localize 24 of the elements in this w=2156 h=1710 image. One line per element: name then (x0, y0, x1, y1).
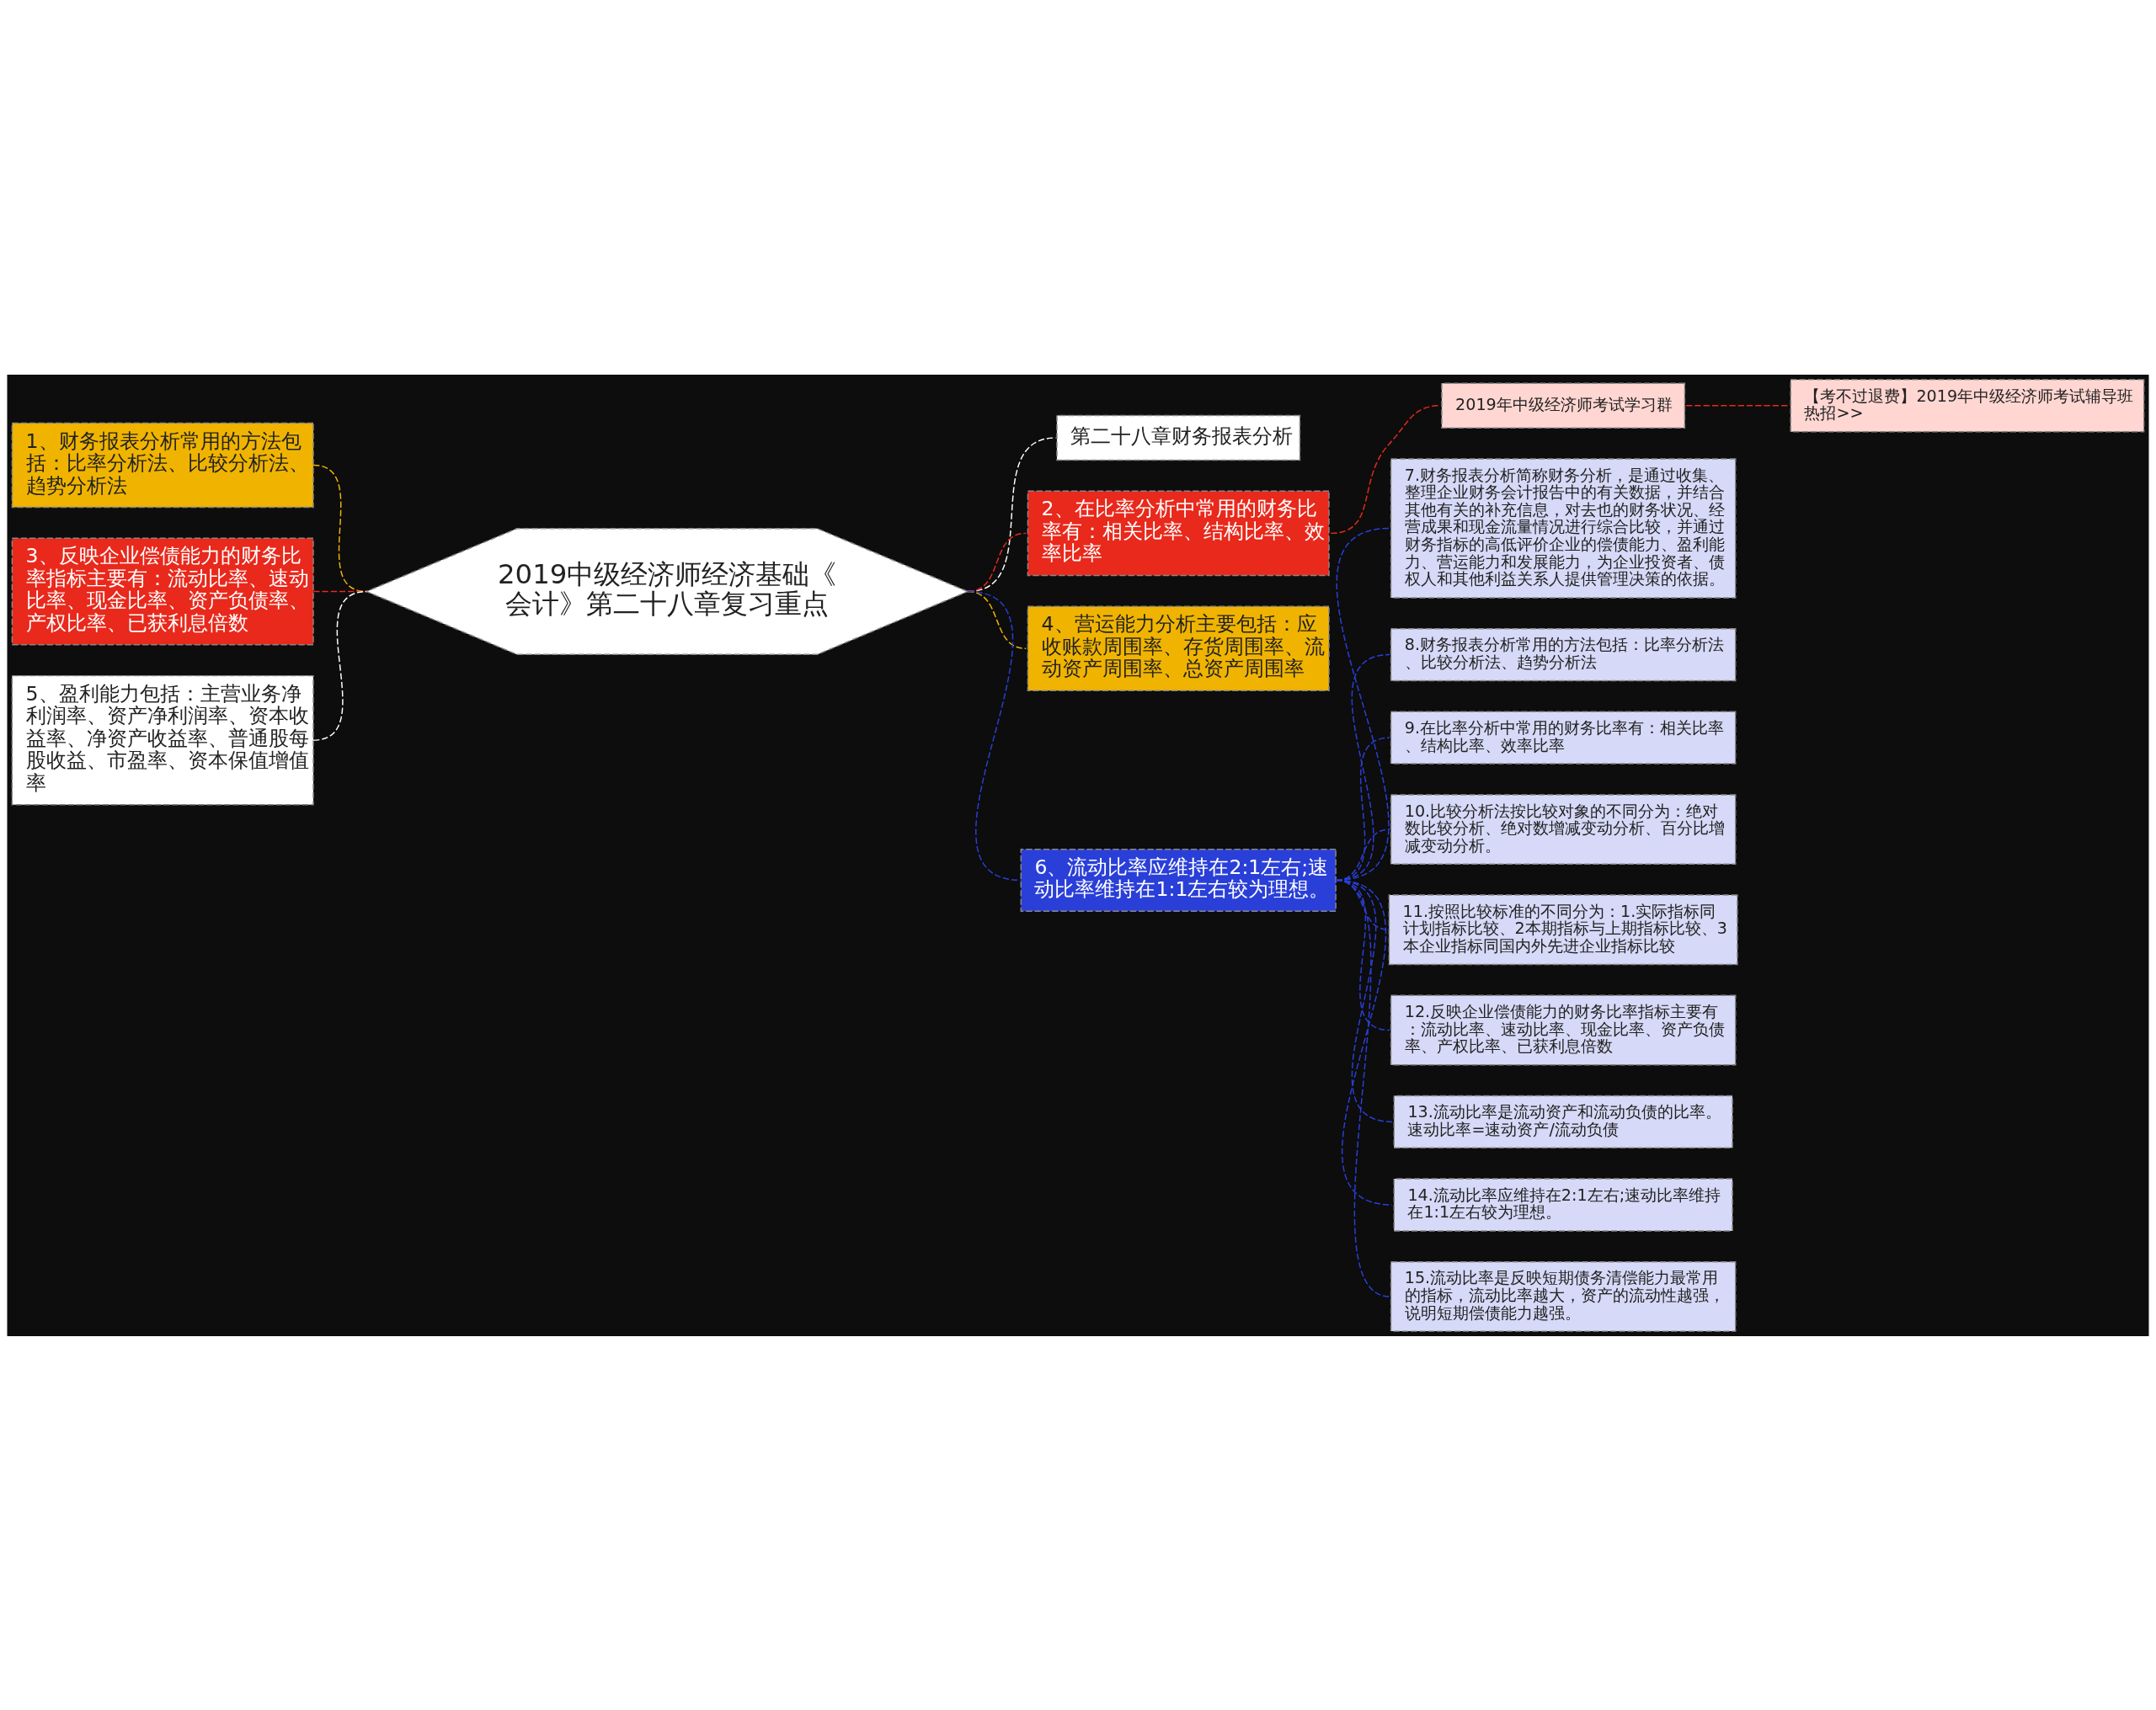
node-box: 1、财务报表分析常用的方法包括：比率分析法、比较分析法、趋势分析法 (11, 422, 314, 508)
node-box: 7.财务报表分析简称财务分析，是通过收集、整理企业财务会计报告中的有关数据，并结合其他有关的补充信息，对去也的财务状况、经营成果和现金流量情况进行综合比较，并通过财务指标的高低评价企业的偿债能力、盈利能力、营运能力和发展能力，为企业投资者、债权人和其他利益关系人提供管理决策的依据。 (1390, 457, 1737, 599)
connector (967, 590, 1022, 881)
node-box: 2、在比率分析中常用的财务比率有：相关比率、结构比率、效率比率 (1027, 490, 1330, 576)
node-box: 10.比较分析法按比较对象的不同分为：绝对数比较分析、绝对数增减变动分析、百分比增减变动分析。 (1390, 793, 1737, 865)
node-box: 11.按照比较标准的不同分为：1.实际指标同计划指标比较、2本期指标与上期指标比较、3本企业指标同国内外先进企业指标比较 (1388, 893, 1738, 965)
node-box: 15.流动比率是反映短期债务清偿能力最常用的指标，流动比率越大，资产的流动性越强，说明短期偿债能力越强。 (1390, 1260, 1737, 1332)
node-box: 第二十八章财务报表分析 (1056, 414, 1301, 461)
connector (1335, 527, 1390, 881)
connector (312, 590, 367, 741)
connector (1335, 879, 1390, 1297)
node-box: 6、流动比率应维持在2:1左右;速动比率维持在1:1左右较为理想。 (1020, 848, 1337, 912)
node-box: 5、盈利能力包括：主营业务净利润率、资产净利润率、资本收益率、净资产收益率、普通股每股收益、市盈率、资本保值增值率 (11, 674, 314, 805)
connector (312, 464, 367, 592)
node-box: 8.财务报表分析常用的方法包括：比率分析法、比较分析法、趋势分析法 (1390, 627, 1737, 681)
node-box: 14.流动比率应维持在2:1左右;速动比率维持在1:1左右较为理想。 (1393, 1177, 1733, 1232)
node-box: 【考不过退费】2019年中级经济师考试辅导班热招>> (1790, 378, 2145, 432)
node-box: 12.反映企业偿债能力的财务比率指标主要有：流动比率、速动比率、现金比率、资产负债率、产权比率、已获利息倍数 (1390, 994, 1737, 1065)
node-box: 9.在比率分析中常用的财务比率有：相关比率、结构比率、效率比率 (1390, 711, 1737, 764)
node-box: 3、反映企业偿债能力的财务比率指标主要有：流动比率、速动比率、现金比率、资产负债率、产权比率、已获利息倍数 (11, 537, 314, 646)
node-box: 13.流动比率是流动资产和流动负债的比率。速动比率=速动资产/流动负债 (1393, 1095, 1733, 1148)
node-box: 4、营运能力分析主要包括：应收账款周围率、存货周围率、流动资产周围率、总资产周围率 (1027, 605, 1330, 691)
connector (1685, 404, 1791, 407)
node-box: 2019年中级经济师考试学习群 (1441, 382, 1686, 429)
